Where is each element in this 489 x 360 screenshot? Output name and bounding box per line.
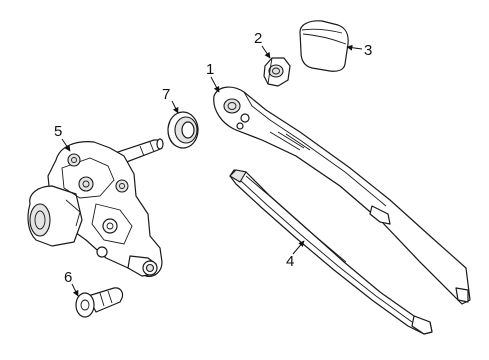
callout-arm: 1	[206, 61, 214, 78]
wiper-arm	[213, 86, 471, 305]
leader-cap	[346, 44, 363, 51]
leader-blade	[292, 240, 305, 255]
callout-nut: 2	[254, 30, 262, 47]
leader-bolt	[71, 283, 79, 297]
leader-lines	[61, 44, 363, 297]
mounting-bolt	[75, 287, 124, 318]
wiper-arm-nut	[263, 57, 291, 87]
callout-grommet: 7	[162, 86, 170, 103]
leader-nut	[261, 45, 271, 59]
callout-motor: 5	[54, 123, 62, 140]
callout-blade: 4	[286, 253, 294, 270]
grommet	[167, 111, 199, 149]
wiper-motor	[27, 138, 164, 277]
leader-grommet	[171, 100, 179, 114]
wiper-arm-cap	[299, 20, 349, 72]
leader-motor	[61, 138, 71, 152]
callout-cap: 3	[364, 42, 372, 59]
callout-bolt: 6	[64, 269, 72, 286]
leader-arm	[210, 76, 220, 93]
wiper-blade	[229, 169, 433, 335]
